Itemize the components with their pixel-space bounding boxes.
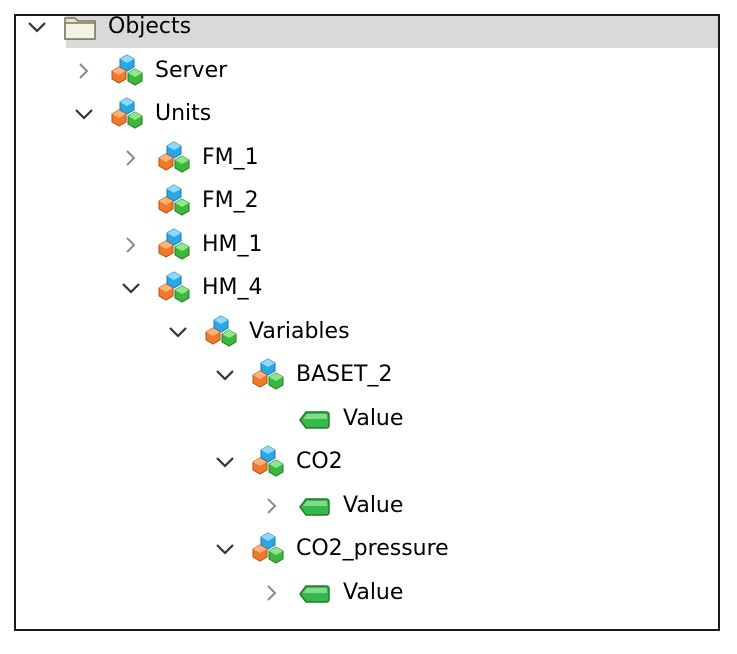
- tree-node-row[interactable]: CO2: [16, 441, 718, 483]
- object-icon: [250, 531, 286, 567]
- tree-node-row[interactable]: Value: [16, 485, 718, 527]
- tree-node-row[interactable]: HM_4: [16, 267, 718, 309]
- tag-icon: [297, 575, 333, 611]
- tag-icon: [297, 401, 333, 437]
- selection-highlight: [66, 16, 718, 48]
- tree-node-label: Objects: [108, 14, 192, 39]
- object-icon: [250, 357, 286, 393]
- chevron-down-icon[interactable]: [120, 277, 142, 299]
- tree-node-label: CO2: [296, 449, 343, 474]
- tree-node-row[interactable]: Objects: [16, 14, 718, 48]
- tree-node-row[interactable]: Server: [16, 50, 718, 92]
- chevron-down-icon[interactable]: [73, 103, 95, 125]
- tree-node-label: BASET_2: [296, 362, 393, 387]
- tree-node-label: Value: [343, 492, 404, 518]
- object-icon: [156, 227, 192, 263]
- tree-node-row[interactable]: Variables: [16, 311, 718, 353]
- object-icon: [109, 96, 145, 132]
- tree-node-label: HM_4: [202, 275, 263, 300]
- tree-node-label: Variables: [249, 318, 350, 344]
- tree-node-row[interactable]: FM_2: [16, 180, 718, 222]
- tree-node-label: FM_1: [202, 144, 259, 170]
- object-icon: [156, 183, 192, 219]
- chevron-right-icon[interactable]: [120, 147, 142, 169]
- chevron-down-icon[interactable]: [26, 16, 48, 38]
- tree-node-label: Value: [343, 579, 404, 605]
- tree-node-row[interactable]: Value: [16, 398, 718, 440]
- tree-node-label: FM_2: [202, 188, 259, 213]
- object-icon: [156, 140, 192, 176]
- tag-icon: [297, 488, 333, 524]
- object-icon: [156, 270, 192, 306]
- tree-node-row[interactable]: FM_1: [16, 137, 718, 179]
- chevron-right-icon[interactable]: [73, 60, 95, 82]
- chevron-down-icon[interactable]: [214, 451, 236, 473]
- tree-node-row[interactable]: HM_1: [16, 224, 718, 266]
- chevron-right-icon[interactable]: [261, 582, 283, 604]
- tree-node-row[interactable]: Units: [16, 93, 718, 135]
- object-icon: [203, 314, 239, 350]
- tree-node-row[interactable]: BASET_2: [16, 354, 718, 396]
- chevron-down-icon[interactable]: [214, 538, 236, 560]
- object-icon: [109, 53, 145, 89]
- tree-node-label: HM_1: [202, 231, 263, 257]
- object-icon: [250, 444, 286, 480]
- chevron-right-icon[interactable]: [261, 495, 283, 517]
- tree-node-label: Units: [155, 101, 212, 126]
- tree-node-row[interactable]: Value: [16, 572, 718, 614]
- tree-node-row[interactable]: CO2_pressure: [16, 528, 718, 570]
- chevron-right-icon[interactable]: [120, 234, 142, 256]
- chevron-down-icon[interactable]: [214, 364, 236, 386]
- folder-icon: [62, 16, 98, 45]
- tree-node-label: CO2_pressure: [296, 536, 449, 561]
- tree-node-label: Value: [343, 405, 404, 431]
- chevron-down-icon[interactable]: [167, 321, 189, 343]
- tree-node-label: Server: [155, 57, 228, 83]
